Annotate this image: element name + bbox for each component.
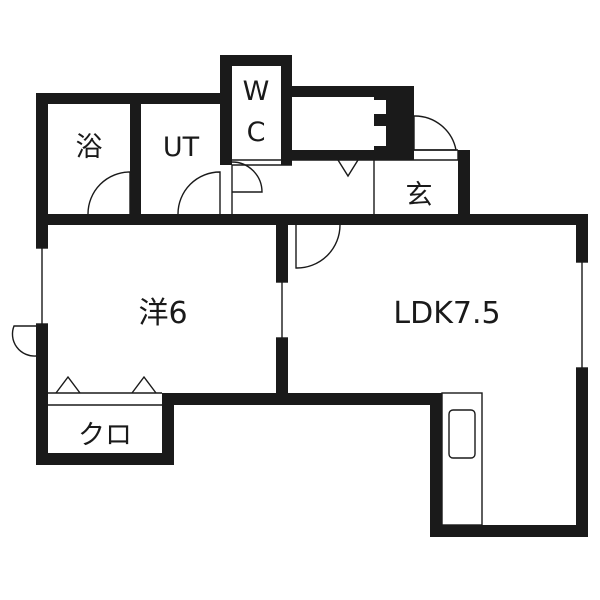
wall-bottom-middle bbox=[162, 393, 442, 405]
hall-marker bbox=[337, 159, 359, 178]
wall-wc-right bbox=[281, 55, 292, 165]
closet-door-left bbox=[55, 375, 81, 394]
label-bath: 浴 bbox=[76, 132, 103, 163]
wall-top-bath bbox=[36, 93, 222, 104]
windows bbox=[36, 100, 588, 369]
label-wc-bottom: C bbox=[247, 117, 266, 148]
label-ldk: LDK7.5 bbox=[393, 296, 500, 331]
walls bbox=[36, 55, 588, 537]
wall-entrance-right bbox=[458, 150, 470, 220]
door-ut bbox=[177, 171, 221, 215]
wall-shoebox-post bbox=[374, 86, 414, 160]
wall-bottom-right bbox=[430, 525, 588, 537]
wall-wc-top bbox=[220, 55, 292, 66]
door-left-exterior bbox=[11, 325, 37, 357]
doors bbox=[11, 115, 457, 394]
wall-kitchen-left bbox=[430, 393, 442, 537]
wall-wc-left bbox=[220, 55, 232, 165]
label-closet: クロ bbox=[78, 420, 132, 451]
wall-mid-horizontal bbox=[36, 214, 588, 225]
kitchen-sink bbox=[448, 409, 476, 459]
wall-hall-lower bbox=[292, 150, 376, 160]
door-ldk bbox=[295, 224, 341, 269]
label-utility: UT bbox=[163, 132, 200, 163]
label-wc-top: W bbox=[243, 76, 270, 107]
door-bath bbox=[87, 171, 131, 215]
wall-bottom-closet bbox=[36, 453, 174, 465]
label-entrance: 玄 bbox=[406, 180, 433, 211]
wall-closet-right bbox=[162, 393, 174, 465]
wall-bath-ut bbox=[130, 93, 141, 225]
closet-door-right bbox=[131, 375, 157, 394]
wall-top-hall bbox=[281, 86, 414, 97]
kitchen-counter bbox=[441, 392, 483, 526]
label-western-room: 洋6 bbox=[138, 296, 187, 331]
door-entrance bbox=[413, 115, 457, 151]
room-labels: 浴 UT W C 玄 洋6 LDK7.5 クロ bbox=[76, 76, 501, 451]
door-wc bbox=[231, 161, 263, 193]
